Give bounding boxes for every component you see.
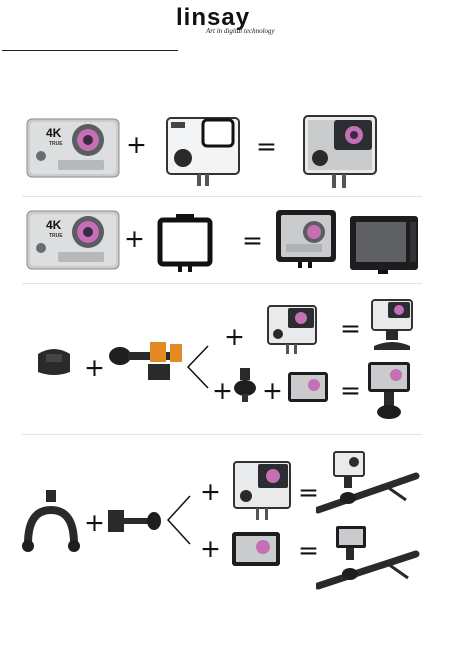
section-divider [22,196,422,197]
action-camera-icon: 4K TRUE [26,210,120,270]
equals-sign: = [340,378,361,403]
brand-logo: linsay Art in digital technology [176,6,288,36]
extension-arm-icon [106,502,162,540]
header-rule [2,50,178,51]
equals-sign: = [256,134,277,159]
handlebar-clamp-icon [20,488,82,554]
plus-sign: + [224,324,245,349]
framed-camera-icon [274,208,338,268]
framed-camera-icon [286,370,330,404]
plus-sign: + [212,378,233,403]
section-divider [22,283,422,284]
equals-sign: = [242,228,263,253]
branch-bracket [186,344,210,390]
action-camera-icon: 4K TRUE [26,118,120,178]
thumb-screw-icon [108,334,190,386]
camera-4k-label: 4K [46,218,62,232]
camera-true-label: TRUE [49,233,63,239]
plus-sign: + [200,479,221,504]
bike-handlebar-icon [316,448,420,518]
housed-camera-icon [232,460,292,522]
plus-sign: + [124,226,145,251]
camera-true-label: TRUE [49,141,63,147]
equals-sign: = [340,316,361,341]
plus-sign: + [262,378,283,403]
mounted-camera-icon [366,360,412,422]
frame-mount-icon [156,212,214,272]
camera-4k-label: 4K [46,126,62,140]
plus-sign: + [126,132,147,157]
logo-tagline: Art in digital technology [206,27,275,35]
branch-bracket [166,494,192,546]
bike-handlebar-icon [316,522,420,594]
camera-screen-back-icon [348,212,420,274]
plus-sign: + [84,510,105,535]
waterproof-housing-icon [163,112,243,188]
plus-sign: + [200,536,221,561]
adhesive-base-mount-icon [34,342,74,378]
section-divider [22,434,422,435]
housed-camera-icon [266,304,318,356]
framed-camera-icon [230,530,282,568]
plus-sign: + [84,355,105,380]
mounted-camera-icon [368,298,416,350]
housed-camera-icon [300,112,380,192]
tripod-adapter-icon [232,366,258,404]
